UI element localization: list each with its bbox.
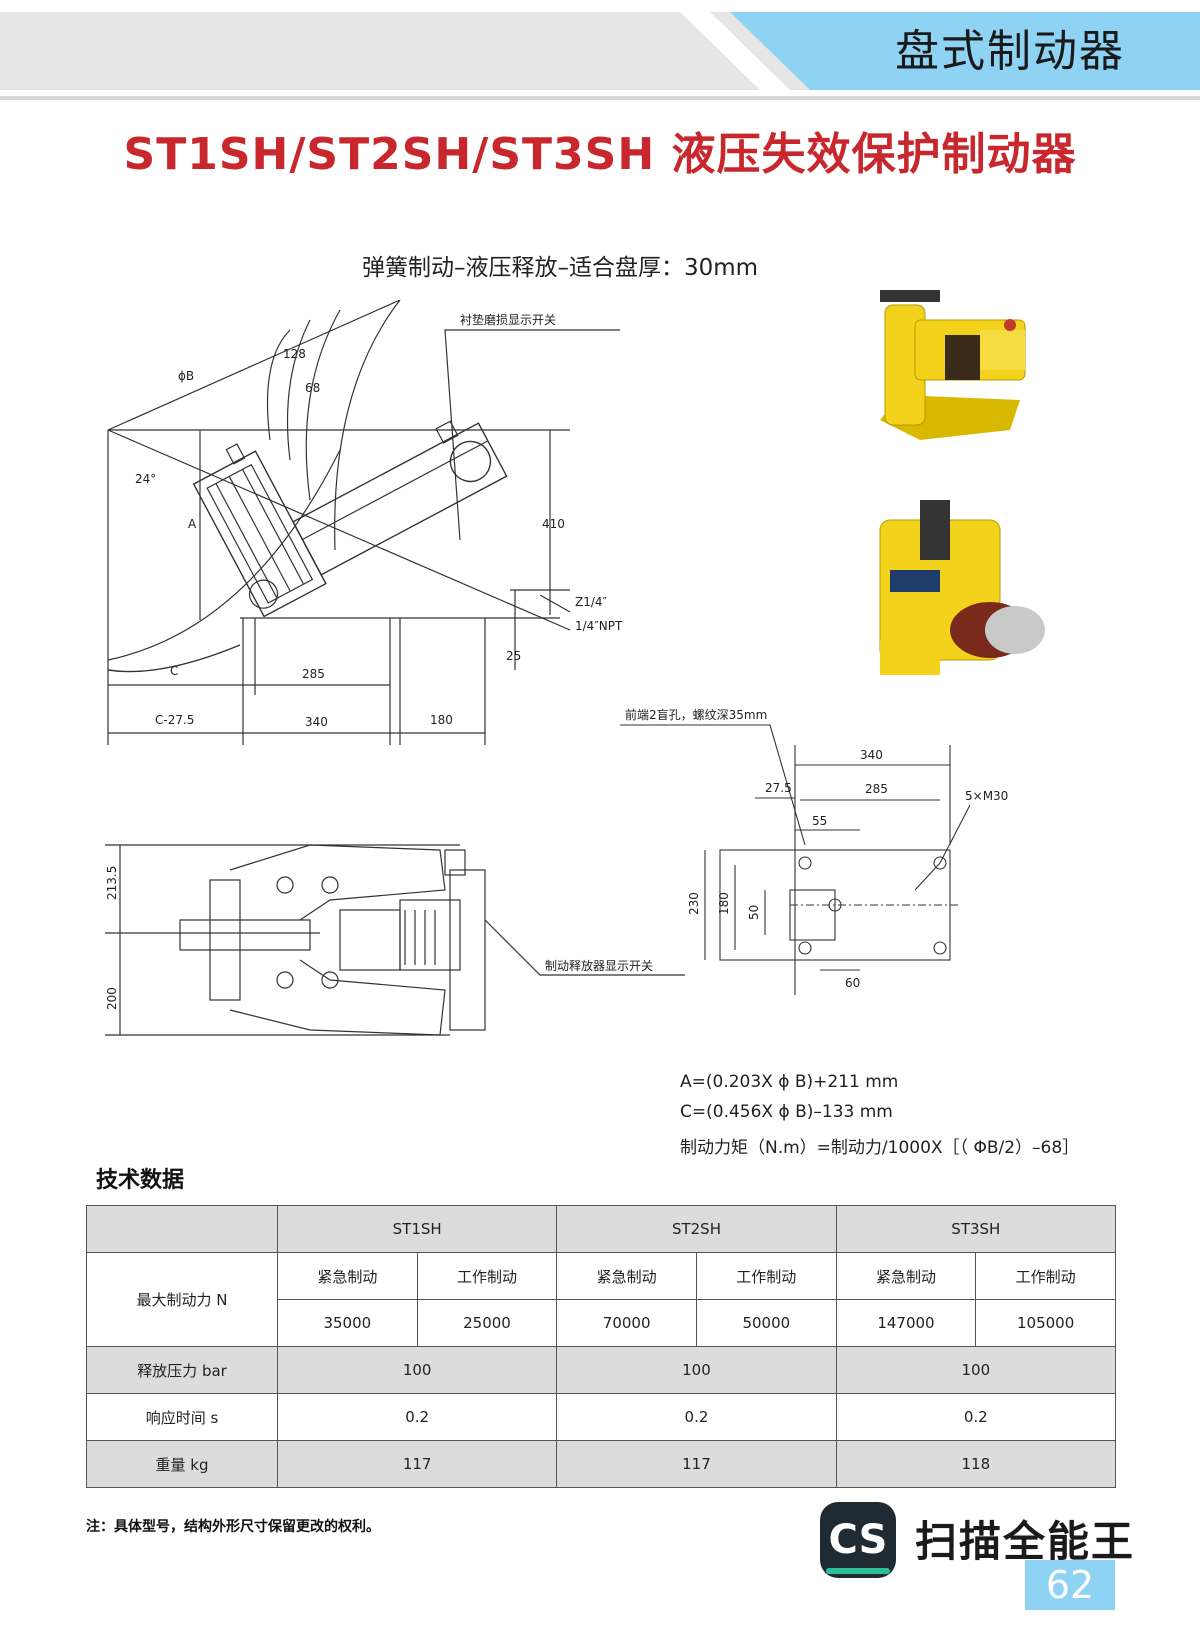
mode-cell: 紧急制动 <box>835 1252 977 1300</box>
release-cell: 100 <box>556 1346 837 1394</box>
label-128: 128 <box>283 347 306 361</box>
formula-a: A=(0.203X ϕ B)+211 mm <box>680 1072 899 1092</box>
product-photo-2 <box>879 500 1045 675</box>
product-photo-1 <box>880 290 1026 440</box>
formula-torque: 制动力矩（N.m）=制动力/1000X［（ ΦB/2）–68］ <box>680 1138 1080 1158</box>
footnote: 注：具体型号，结构外形尺寸保留更改的权利。 <box>86 1519 380 1535</box>
label-npt: 1/4″NPT <box>575 619 623 633</box>
response-cell: 0.2 <box>556 1393 837 1441</box>
response-cell: 0.2 <box>835 1393 1117 1441</box>
camscanner-logo: CS <box>820 1502 896 1578</box>
label-24deg: 24° <box>135 472 156 486</box>
release-cell: 100 <box>276 1346 558 1394</box>
force-cell: 70000 <box>556 1299 697 1347</box>
side-view-labels: ϕB 128 68 24° A 410 Z1/4″ 1/4″NPT 25 C 2… <box>135 312 623 729</box>
label-2135: 213.5 <box>105 866 119 900</box>
label-410: 410 <box>542 517 565 531</box>
table-row: 响应时间 s 0.2 0.2 0.2 <box>86 1393 1117 1441</box>
page-number: 62 <box>1025 1560 1115 1610</box>
formula-c: C=(0.456X ϕ B)–133 mm <box>680 1102 893 1122</box>
force-cell: 35000 <box>277 1299 418 1347</box>
header-rule <box>0 96 1200 100</box>
label-z14: Z1/4″ <box>575 595 608 609</box>
category-title: 盘式制动器 <box>895 26 1125 77</box>
row-label-release: 释放压力 bar <box>86 1346 278 1394</box>
table-row: ST1SH ST2SH ST3SH <box>86 1205 1117 1253</box>
force-cell: 147000 <box>835 1299 977 1347</box>
mode-cell: 紧急制动 <box>277 1252 418 1300</box>
label-c275: C-27.5 <box>155 713 194 727</box>
mode-cell: 工作制动 <box>416 1252 558 1300</box>
label-phiB: ϕB <box>178 369 194 383</box>
top-view-labels: 213.5 200 制动释放器显示开关 <box>105 866 653 1010</box>
label-285: 285 <box>302 667 325 681</box>
label-blind-holes: 前端2盲孔，螺纹深35mm <box>625 707 767 722</box>
mount-drawing <box>620 724 971 995</box>
label-25: 25 <box>506 649 521 663</box>
weight-cell: 117 <box>556 1440 837 1488</box>
camscanner-logo-text: CS <box>828 1517 888 1563</box>
label-200: 200 <box>105 987 119 1010</box>
label-68: 68 <box>305 381 320 395</box>
label-m55: 55 <box>812 814 827 828</box>
label-m230: 230 <box>687 892 701 915</box>
mode-cell: 紧急制动 <box>556 1252 697 1300</box>
side-view-drawing <box>107 300 620 745</box>
model-header: ST2SH <box>556 1205 837 1253</box>
mount-labels: 前端2盲孔，螺纹深35mm 340 27.5 285 55 5×M30 230 … <box>625 707 1008 990</box>
camscanner-logo-stripe <box>826 1568 890 1574</box>
label-m180: 180 <box>717 892 731 915</box>
force-cell: 105000 <box>975 1299 1116 1347</box>
label-340: 340 <box>305 715 328 729</box>
response-cell: 0.2 <box>276 1393 558 1441</box>
label-180: 180 <box>430 713 453 727</box>
table-row: 重量 kg 117 117 118 <box>86 1440 1117 1488</box>
model-header: ST3SH <box>835 1205 1117 1253</box>
label-C: C <box>170 664 178 678</box>
weight-cell: 118 <box>835 1440 1117 1488</box>
label-m50: 50 <box>747 905 761 920</box>
label-A: A <box>188 517 197 531</box>
label-wear-switch: 衬垫磨损显示开关 <box>460 312 556 327</box>
label-m60: 60 <box>845 976 860 990</box>
force-cell: 25000 <box>416 1299 558 1347</box>
label-m340: 340 <box>860 748 883 762</box>
subtitle: 弹簧制动–液压释放–适合盘厚：30mm <box>361 255 759 281</box>
release-cell: 100 <box>835 1346 1117 1394</box>
label-m285: 285 <box>865 782 888 796</box>
table-row: 最大制动力 N 紧急制动 工作制动 紧急制动 工作制动 紧急制动 工作制动 <box>86 1252 1116 1347</box>
mode-cell: 工作制动 <box>695 1252 837 1300</box>
force-cell: 50000 <box>695 1299 837 1347</box>
mode-cell: 工作制动 <box>975 1252 1116 1300</box>
table-row: 释放压力 bar 100 100 100 <box>86 1346 1117 1394</box>
page-title: ST1SH/ST2SH/ST3SH 液压失效保护制动器 <box>123 129 1077 180</box>
row-label-weight: 重量 kg <box>86 1440 278 1488</box>
row-label-response: 响应时间 s <box>86 1393 278 1441</box>
label-m30: 5×M30 <box>965 789 1008 803</box>
camscanner-brand: 扫描全能王 <box>915 1517 1136 1566</box>
tech-data-table: ST1SH ST2SH ST3SH 最大制动力 N 紧急制动 工作制动 紧急制动… <box>86 1205 1117 1488</box>
header-stripes <box>680 12 1200 90</box>
row-label-max-force: 最大制动力 N <box>86 1252 278 1347</box>
model-header: ST1SH <box>276 1205 558 1253</box>
label-release-switch: 制动释放器显示开关 <box>545 958 653 973</box>
label-m275: 27.5 <box>765 781 792 795</box>
weight-cell: 117 <box>276 1440 558 1488</box>
tech-data-title: 技术数据 <box>96 1168 185 1193</box>
top-view-drawing <box>105 844 685 1036</box>
table-corner <box>86 1205 278 1253</box>
